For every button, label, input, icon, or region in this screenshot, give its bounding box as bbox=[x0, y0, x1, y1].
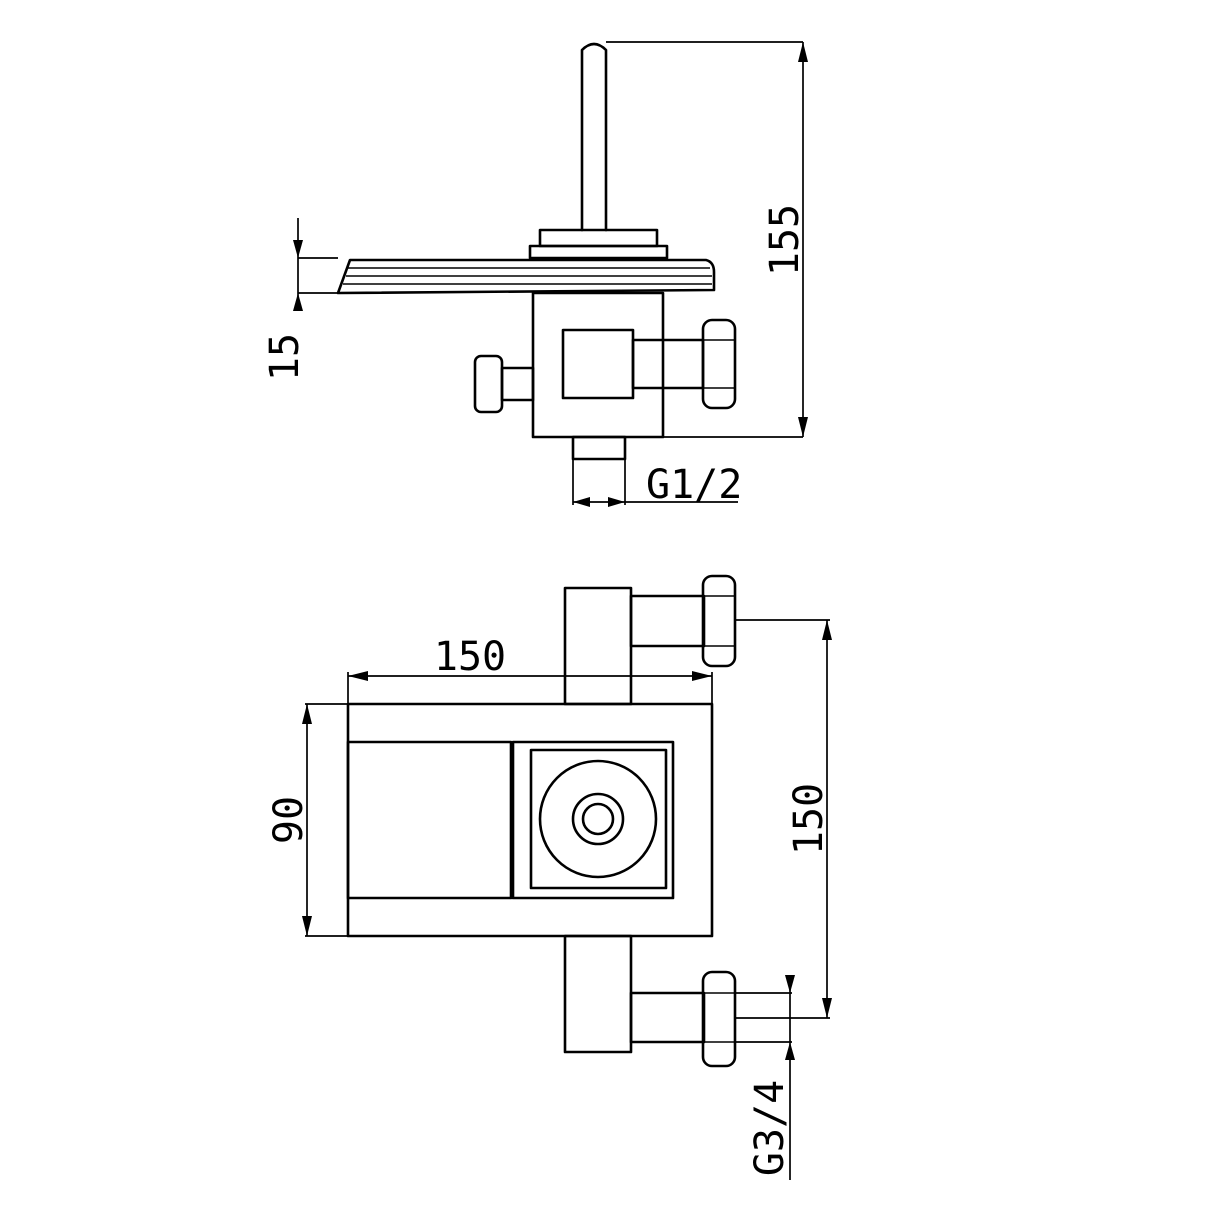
inlet-column-top bbox=[563, 586, 633, 706]
spout-plate bbox=[346, 740, 513, 900]
handle-center bbox=[581, 802, 615, 836]
dimension-g34: G3/4 bbox=[735, 975, 795, 1180]
side-view bbox=[336, 42, 737, 461]
dimension-inlet-150: 150 bbox=[735, 619, 832, 1019]
spout-blade bbox=[336, 258, 716, 295]
dimension-155: 155 bbox=[606, 41, 808, 438]
handle-ring bbox=[571, 792, 625, 846]
top-view bbox=[346, 574, 737, 1068]
cartridge-frame-outer bbox=[511, 740, 675, 900]
dimension-depth-90: 90 bbox=[266, 703, 348, 937]
dimension-width-150-label: 150 bbox=[434, 634, 506, 680]
dimension-depth-90-label: 90 bbox=[266, 796, 312, 844]
dimension-inlet-150-label: 150 bbox=[786, 783, 832, 855]
handle-lever bbox=[580, 42, 608, 232]
dimension-155-label: 155 bbox=[762, 204, 808, 276]
rear-knob bbox=[473, 354, 504, 414]
handle-base-step bbox=[528, 244, 669, 260]
inlet-nut-top bbox=[701, 574, 737, 668]
dimension-width-150: 150 bbox=[347, 634, 713, 704]
dimension-g12: G1/2 bbox=[572, 459, 742, 508]
inlet-nut-bottom bbox=[701, 970, 737, 1068]
bottom-outlet bbox=[571, 435, 627, 461]
valve-body bbox=[531, 291, 665, 439]
valve-cartridge bbox=[561, 328, 635, 400]
inlet-pipe-top bbox=[629, 594, 706, 648]
cartridge-frame-inner bbox=[529, 748, 668, 890]
rear-knob-stem bbox=[500, 366, 535, 402]
dimension-g34-label: G3/4 bbox=[747, 1080, 793, 1176]
dimension-15: 15 bbox=[262, 218, 338, 381]
dimension-15-label: 15 bbox=[262, 333, 308, 381]
handle-base-plate bbox=[538, 228, 659, 248]
inlet-pipe-bottom bbox=[629, 991, 706, 1044]
dimension-g12-label: G1/2 bbox=[646, 462, 742, 508]
inlet-nut-side bbox=[701, 318, 737, 410]
inlet-column-bottom bbox=[563, 934, 633, 1054]
inlet-pipe-side bbox=[631, 338, 705, 390]
handle-disc bbox=[538, 759, 658, 879]
